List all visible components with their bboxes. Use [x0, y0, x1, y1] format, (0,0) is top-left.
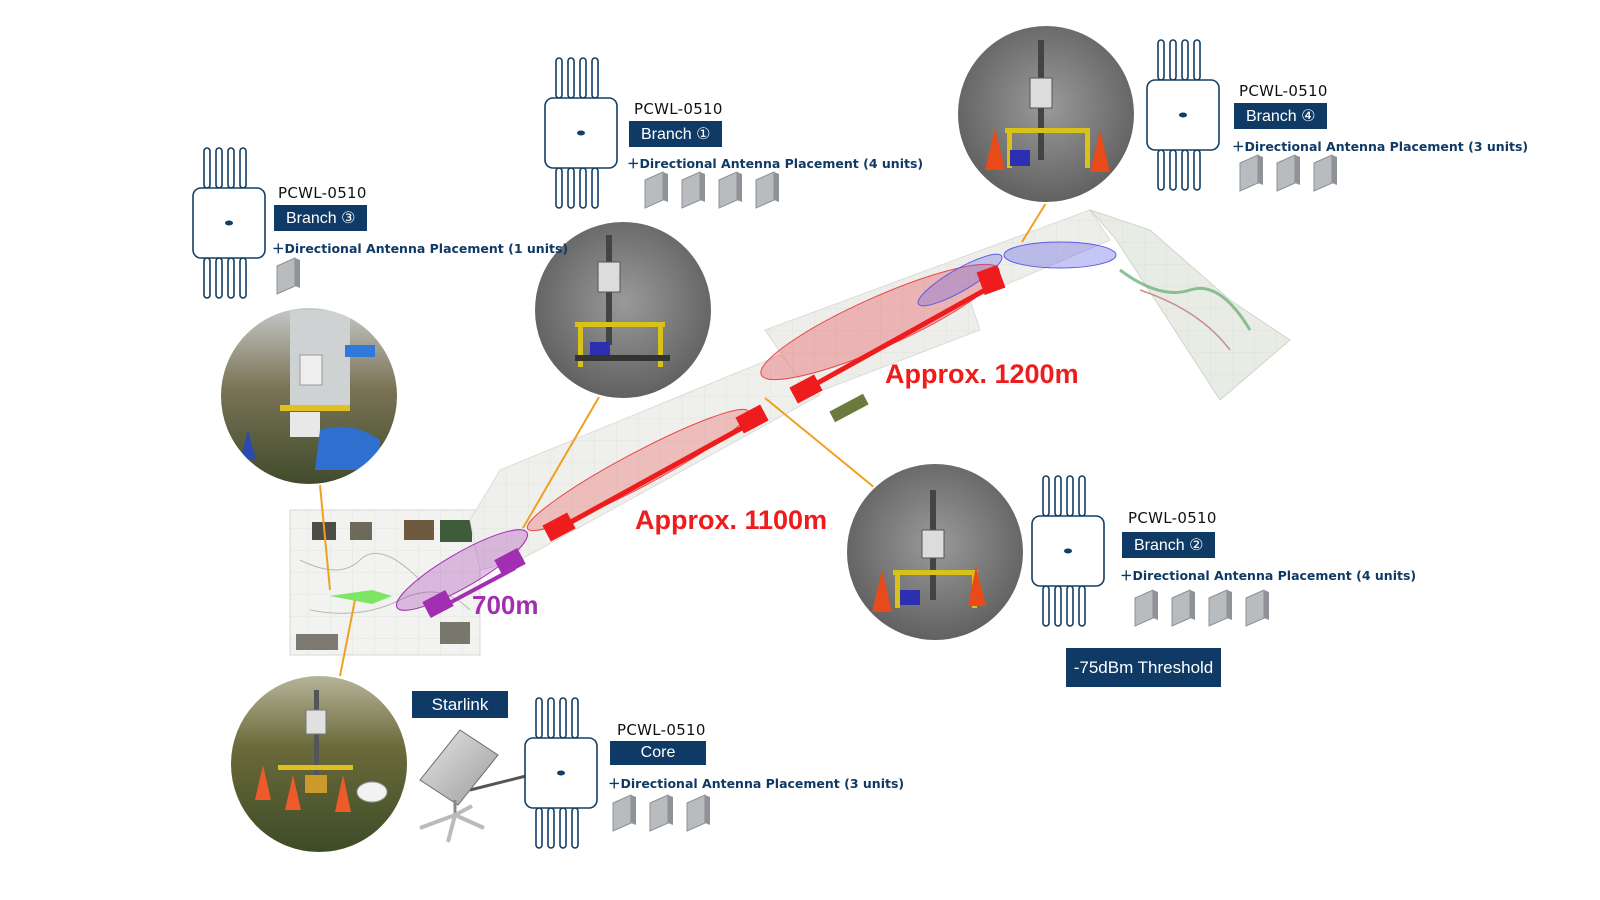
directional-antenna-icon — [1276, 154, 1300, 192]
access-point-icon — [1146, 39, 1220, 191]
device-model-branch2: PCWL-0510 — [1128, 509, 1217, 527]
device-model-branch4: PCWL-0510 — [1239, 82, 1328, 100]
starlink-dish-icon — [419, 729, 527, 843]
directional-antenna-icon — [718, 171, 742, 209]
access-point-icon — [524, 697, 598, 849]
device-label-branch3: Branch ③ — [274, 205, 368, 231]
directional-antenna-icon — [1245, 589, 1269, 627]
directional-antenna-icon — [686, 794, 710, 832]
device-label-branch2: Branch ② — [1122, 532, 1216, 558]
directional-antenna-icon — [1208, 589, 1232, 627]
directional-antenna-icon — [1171, 589, 1195, 627]
device-model-core: PCWL-0510 — [617, 721, 706, 739]
device-model-branch3: PCWL-0510 — [278, 184, 367, 202]
segment-marker-700m-start — [422, 589, 454, 619]
directional-antenna-group — [276, 154, 1337, 832]
directional-antenna-icon — [755, 171, 779, 209]
access-point-icon — [1031, 475, 1105, 627]
access-point-icon — [192, 147, 266, 299]
starlink-label: Starlink — [412, 691, 508, 718]
device-label-core: Core — [610, 741, 706, 765]
device-label-branch4: Branch ④ — [1234, 103, 1328, 129]
segment-marker-1200m-end — [976, 264, 1006, 296]
device-model-branch1: PCWL-0510 — [634, 100, 723, 118]
segment-marker-1100m-start — [542, 512, 576, 542]
site-photo-branch1 — [533, 220, 713, 400]
tunnel-route-map — [289, 208, 1291, 656]
directional-antenna-icon — [1134, 589, 1158, 627]
antenna-placement-note-branch3: ＋Directional Antenna Placement (1 units) — [272, 241, 569, 256]
coverage-ellipse-core — [395, 529, 529, 611]
directional-antenna-icon — [1313, 154, 1337, 192]
segment-line-1200m — [803, 287, 987, 393]
site-photo-branch2 — [845, 462, 1025, 642]
antenna-placement-note-core: ＋Directional Antenna Placement (3 units) — [608, 776, 905, 791]
directional-antenna-icon — [681, 171, 705, 209]
antenna-placement-note-branch4: ＋Directional Antenna Placement (3 units) — [1232, 139, 1529, 154]
directional-antenna-icon — [644, 171, 668, 209]
distance-label-1200m: Approx. 1200m — [885, 359, 1079, 389]
directional-antenna-icon — [649, 794, 673, 832]
device-label-branch1: Branch ① — [629, 121, 723, 147]
site-photo-branch4 — [956, 24, 1136, 204]
photo-connector-lines — [319, 202, 1047, 677]
coverage-ellipse-branch4 — [1003, 241, 1117, 269]
segment-line-1100m — [558, 415, 762, 531]
access-point-icon — [544, 57, 618, 209]
directional-antenna-icon — [1239, 154, 1263, 192]
antenna-placement-note-branch2: ＋Directional Antenna Placement (4 units) — [1120, 568, 1417, 583]
antenna-placement-note-branch1: ＋Directional Antenna Placement (4 units) — [627, 156, 924, 171]
distance-label-1100m: Approx. 1100m — [635, 505, 828, 535]
segment-marker-1100m-end — [735, 404, 769, 434]
site-photo-branch3 — [219, 306, 399, 486]
site-photo-core — [229, 674, 409, 854]
segment-marker-700m-end — [494, 547, 526, 577]
distance-label-700m: 700m — [472, 590, 539, 620]
threshold-badge: -75dBm Threshold — [1066, 648, 1221, 687]
directional-antenna-icon — [612, 794, 636, 832]
segment-marker-1200m-start — [789, 374, 823, 404]
directional-antenna-icon — [276, 257, 300, 295]
